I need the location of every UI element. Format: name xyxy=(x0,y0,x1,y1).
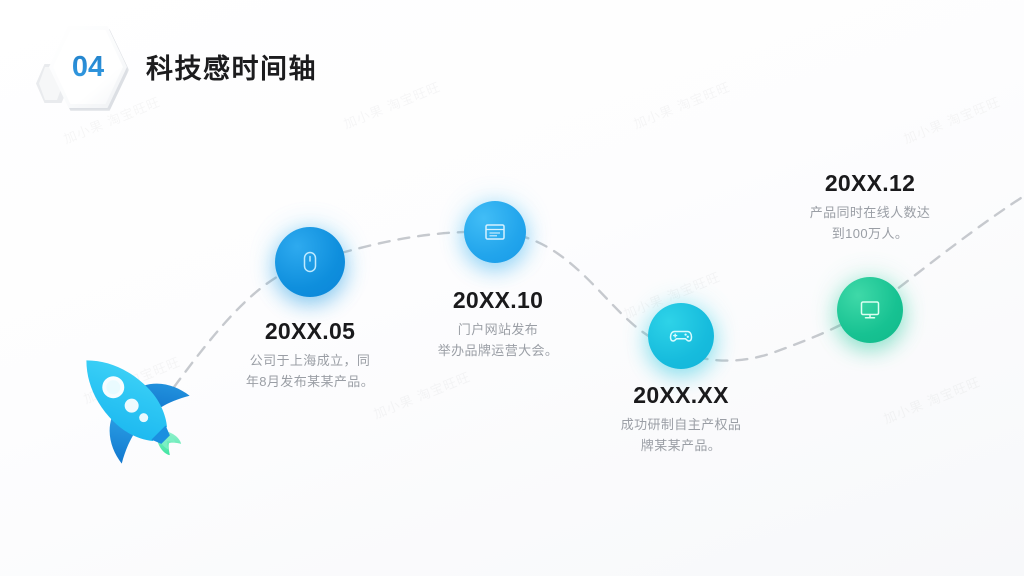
node-4-description-line: 产品同时在线人数达 xyxy=(809,205,931,221)
node-4-description-line: 到100万人。 xyxy=(831,225,909,241)
browser-window-icon xyxy=(485,224,505,240)
slide-header: 04 科技感时间轴 xyxy=(0,0,1024,118)
node-1-text-block: 20XX.05 公司于上海成立，同 年8月发布某某产品。 xyxy=(210,318,410,392)
node-4-year: 20XX.12 xyxy=(824,170,916,196)
rocket-fin-right xyxy=(142,383,190,408)
mouse-icon xyxy=(303,251,317,273)
node-3-circle[interactable] xyxy=(648,303,714,369)
node-2-year: 20XX.10 xyxy=(452,287,544,313)
section-number-text: 04 xyxy=(53,30,123,104)
node-1-description-line: 年8月发布某某产品。 xyxy=(245,373,375,389)
node-3-description: 成功研制自主产权品 牌某某产品。 xyxy=(581,415,781,455)
node-1-description-line: 公司于上海成立，同 xyxy=(249,353,371,369)
node-1-description: 公司于上海成立，同 年8月发布某某产品。 xyxy=(210,351,410,391)
rocket-window-small xyxy=(139,413,149,423)
rocket-illustration xyxy=(58,330,194,470)
page-title: 科技感时间轴 xyxy=(146,54,317,84)
node-2-description: 门户网站发布 举办品牌运营大会。 xyxy=(398,320,598,360)
node-3-text-block: 20XX.XX 成功研制自主产权品 牌某某产品。 xyxy=(581,382,781,456)
node-2-circle[interactable] xyxy=(464,201,526,263)
node-2-description-line: 门户网站发布 xyxy=(457,322,539,338)
node-1-circle[interactable] xyxy=(275,227,345,297)
node-3-year: 20XX.XX xyxy=(633,382,729,408)
rocket-window-medium xyxy=(124,398,139,413)
gamepad-icon xyxy=(669,330,693,342)
node-2-text-block: 20XX.10 门户网站发布 举办品牌运营大会。 xyxy=(398,287,598,361)
section-number-badge: 04 xyxy=(34,20,138,111)
node-2-description-line: 举办品牌运营大会。 xyxy=(437,342,559,358)
node-4-circle[interactable] xyxy=(837,277,903,343)
monitor-icon xyxy=(860,301,880,319)
rocket-fin-left xyxy=(109,416,134,464)
node-4-text-block: 20XX.12 产品同时在线人数达 到100万人。 xyxy=(770,170,970,244)
node-1-year: 20XX.05 xyxy=(264,318,356,344)
node-4-description: 产品同时在线人数达 到100万人。 xyxy=(770,203,970,243)
node-3-description-line: 成功研制自主产权品 xyxy=(620,417,742,433)
node-3-description-line: 牌某某产品。 xyxy=(640,437,722,453)
